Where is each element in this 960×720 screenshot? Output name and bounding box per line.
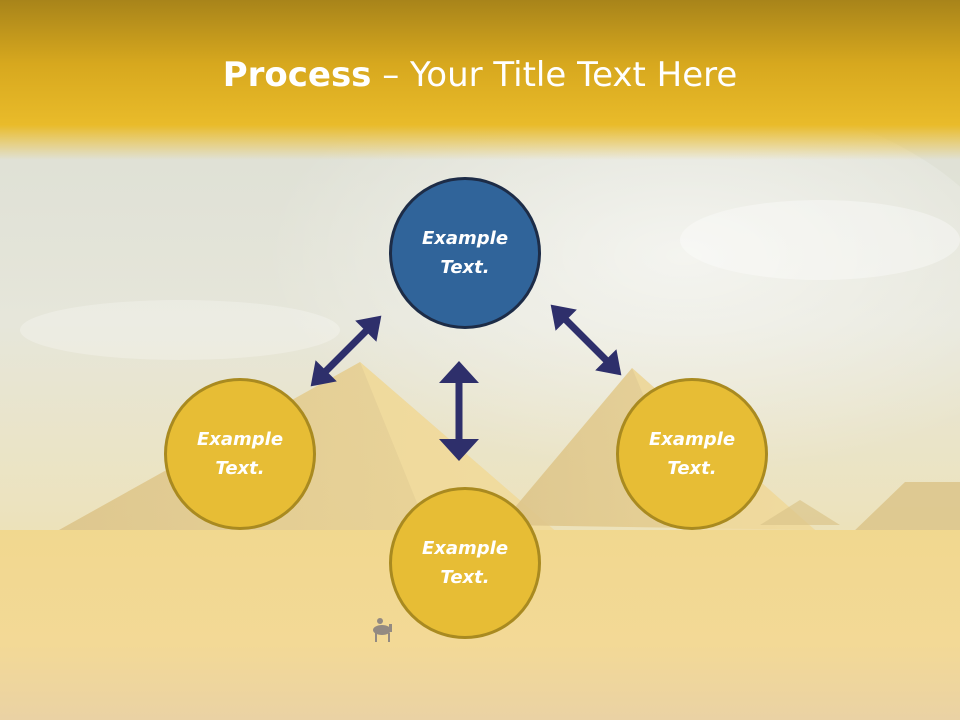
node-left-text: Example Text. bbox=[197, 425, 283, 483]
node-right-text: Example Text. bbox=[649, 425, 735, 483]
page-title: Process – Your Title Text Here bbox=[0, 52, 960, 98]
node-bottom-text: Example Text. bbox=[422, 534, 508, 592]
process-node-left[interactable]: Example Text. bbox=[164, 378, 316, 530]
node-left-line1: Example bbox=[196, 429, 284, 450]
node-left-line2: Text. bbox=[215, 458, 265, 479]
process-node-bottom[interactable]: Example Text. bbox=[389, 487, 541, 639]
process-node-right[interactable]: Example Text. bbox=[616, 378, 768, 530]
node-top-line2: Text. bbox=[440, 257, 490, 278]
node-right-line1: Example bbox=[648, 429, 736, 450]
node-top-line1: Example bbox=[421, 228, 509, 249]
node-right-line2: Text. bbox=[667, 458, 717, 479]
title-rest-part: – Your Title Text Here bbox=[371, 55, 738, 95]
title-banner bbox=[0, 0, 960, 160]
process-node-top[interactable]: Example Text. bbox=[389, 177, 541, 329]
node-top-text: Example Text. bbox=[422, 224, 508, 282]
node-bottom-line1: Example bbox=[421, 538, 509, 559]
node-bottom-line2: Text. bbox=[440, 567, 490, 588]
title-bold-part: Process bbox=[222, 55, 372, 95]
